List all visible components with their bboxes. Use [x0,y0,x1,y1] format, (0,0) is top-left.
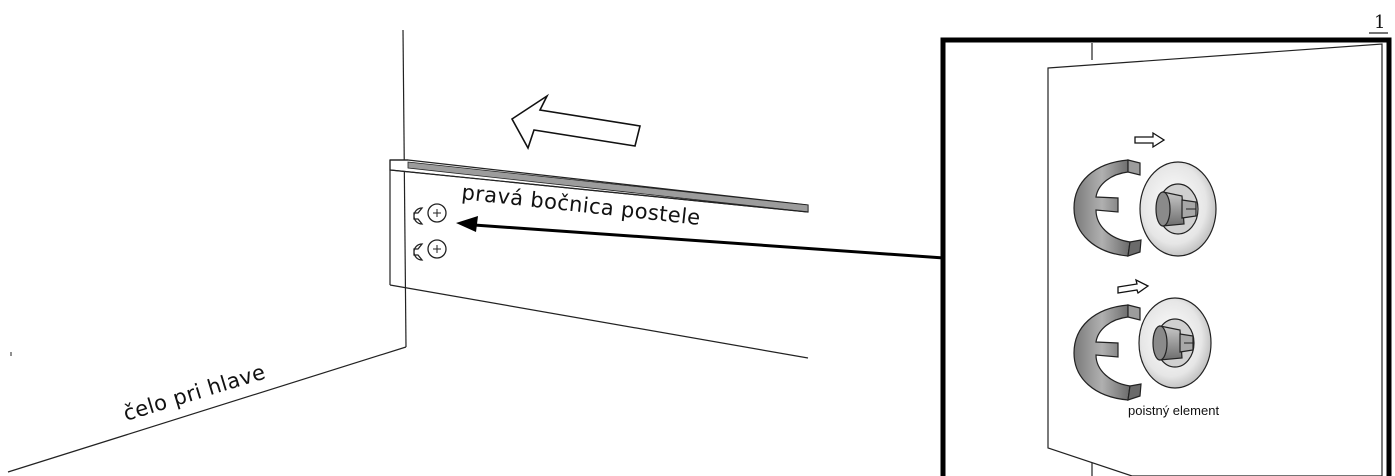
headboard-bottom-edge [7,346,407,473]
socket-upper [1139,161,1217,257]
rail-connector-upper [413,203,447,225]
label-headboard: čelo pri hlave [120,360,268,426]
label-locking-element: poistný element [1128,403,1219,418]
leader-line [473,223,945,260]
leader-arrowhead-icon [456,216,478,232]
step-number: 1 [1374,12,1385,33]
main-scene [7,29,945,473]
rail-connector-lower [413,239,447,261]
locking-cap-upper [1073,159,1142,257]
side-rail-panel [389,159,809,359]
detail-arrow-lower-icon [1117,278,1150,295]
headboard-vertical-edge [402,29,407,348]
detail-inset: poistný element [940,37,1392,476]
detail-arrow-upper-icon [1134,131,1166,149]
socket-lower [1138,297,1212,389]
locking-cap-lower [1073,304,1142,401]
detail-panel [1047,43,1383,476]
direction-arrow-icon [510,93,641,150]
